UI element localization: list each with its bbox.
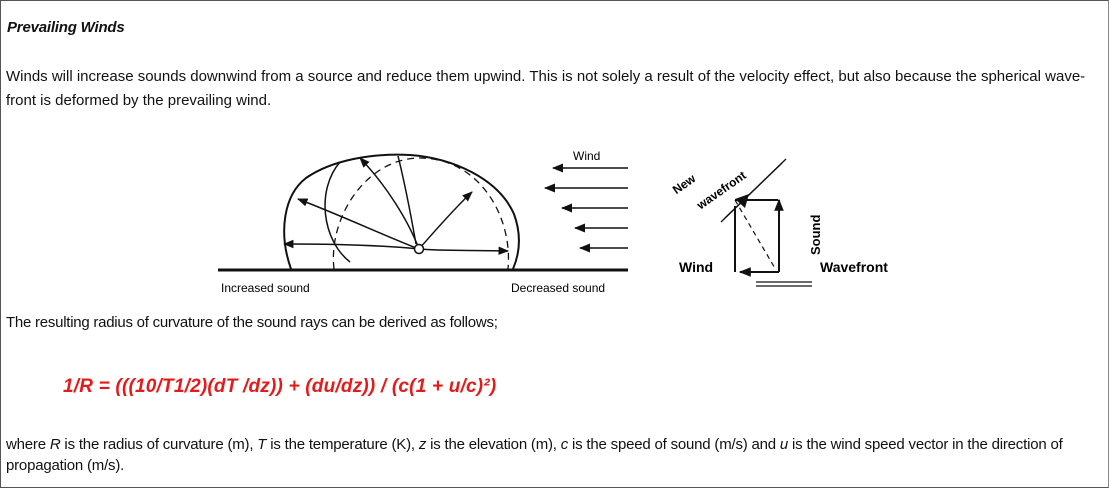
variable-definitions: where R is the radius of curvature (m), … [6, 434, 1102, 476]
new-label: New [670, 171, 699, 197]
lead-sentence: The resulting radius of curvature of the… [6, 314, 498, 331]
inner-wave-line [398, 156, 416, 244]
variable-symbol: R [50, 436, 61, 453]
decreased-sound-label: Decreased sound [511, 281, 605, 295]
definition-text: is the speed of sound (m/s) and [568, 436, 780, 453]
wind-label: Wind [573, 149, 600, 163]
curvature-formula: 1/R = (((10/T1/2)(dT /dz)) + (du/dz)) / … [63, 376, 496, 398]
variable-symbol: c [561, 436, 568, 453]
sound-vector-label: Sound [808, 215, 823, 255]
definition-text: is the radius of curvature (m), [60, 436, 257, 453]
wind-arrows [545, 168, 628, 248]
wind-vector-label: Wind [679, 259, 713, 275]
increased-sound-label: Increased sound [221, 281, 310, 295]
definition-text: where [6, 436, 50, 453]
wavefront-label: Wavefront [820, 259, 888, 275]
definition-text: is the elevation (m), [426, 436, 561, 453]
definition-text: is the temperature (K), [266, 436, 419, 453]
variable-symbol: T [257, 436, 266, 453]
sound-source [415, 245, 424, 254]
wavefront-rotated-label: wavefront [693, 168, 748, 213]
variable-symbol: u [780, 436, 788, 453]
